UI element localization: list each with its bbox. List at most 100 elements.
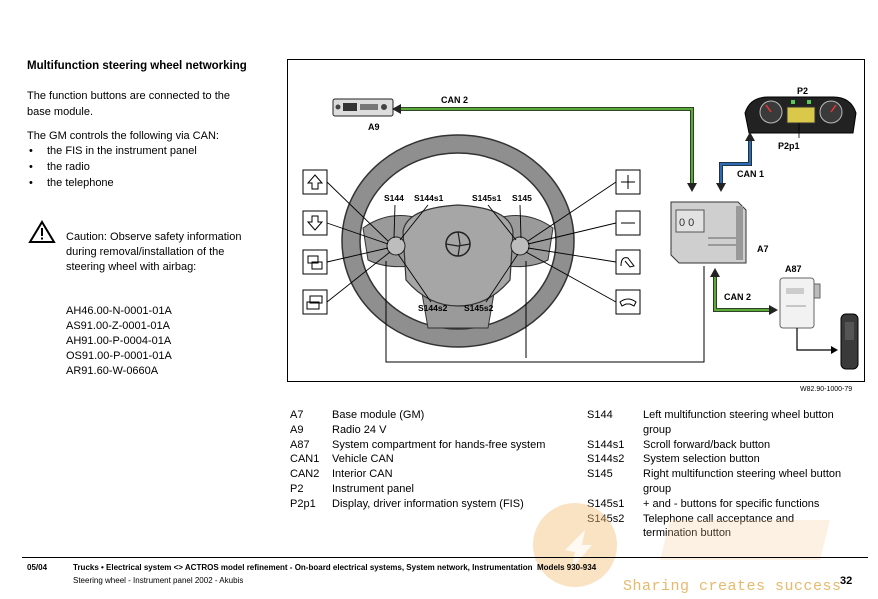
legend-desc-line: Telephone call acceptance and [643,512,795,525]
legend-desc-line: termination button [643,527,732,540]
legend-desc: Interior CAN [332,468,393,481]
legend-desc: Scroll forward/back button [643,438,771,451]
system-select-alt-button-icon [302,289,328,315]
minus-button-icon [615,210,641,236]
label-can2-top: CAN 2 [441,95,468,105]
label-s144: S144 [384,193,404,203]
network-diagram: A9 CAN 2 P2 P2p1 CAN 1 0 0 A7 [302,86,859,370]
figure-code: W82.90-1000-79 [800,386,853,393]
phone-accept-button-icon [615,249,641,275]
reference-list: AH46.00-N-0001-01A AS91.00-Z-0001-01A AH… [66,304,172,379]
leader-lines [326,181,617,303]
legend-desc: Right multifunction steering wheel butto… [643,467,863,497]
legend-row: S145 Right multifunction steering wheel b… [587,467,863,497]
footer-models: Models 930-934 [537,563,597,572]
legend-desc-line: group [643,482,672,495]
watermark-text: Sharing creates success [623,578,842,595]
reference-link[interactable]: AH91.00-P-0004-01A [66,335,172,347]
legend-desc: + and - buttons for specific functions [643,497,820,510]
label-s144s2: S144s2 [418,303,448,313]
reference-link[interactable]: OS91.00-P-0001-01A [66,350,172,362]
gm-intro: The GM controls the following via CAN: [27,130,219,142]
can1-line [716,132,755,192]
label-a9: A9 [368,122,380,132]
legend-code: CAN1 [290,453,320,466]
system-select-button-icon [302,249,328,275]
legend-row: S144 Left multifunction steering wheel bu… [587,408,863,438]
footer-line-1: 05/04 Trucks • Electrical system <> ACTRO… [27,563,596,572]
legend-desc-line: group [643,423,672,436]
list-item: the radio [27,159,197,175]
legend-code: S145s2 [587,512,625,525]
can-control-list: the FIS in the instrument panel the radi… [27,143,197,191]
hands-free-module-a87 [779,277,821,329]
instrument-panel-p2 [744,96,857,134]
page-heading: Multifunction steering wheel networking [27,60,247,72]
page-number: 32 [840,575,853,587]
footer-title: Trucks • Electrical system <> ACTROS mod… [73,563,533,572]
legend-row: CAN1 Vehicle CAN [290,452,545,467]
legend-desc: System selection button [643,453,760,466]
reference-link[interactable]: AS91.00-Z-0001-01A [66,320,170,332]
scroll-up-button-icon [302,169,328,195]
legend-desc-line: Left multifunction steering wheel button [643,409,834,421]
caution-line-3: steering wheel with airbag: [66,261,197,273]
legend-code: A9 [290,423,304,436]
watermark-logo [533,503,830,587]
label-a87: A87 [785,264,802,274]
list-item: the telephone [27,175,197,191]
plus-button-icon [615,169,641,195]
intro-paragraph: The function buttons are connected to th… [27,88,267,120]
label-s145s2: S145s2 [464,303,494,313]
legend-desc-line: Right multifunction steering wheel butto… [643,468,842,481]
base-module-a7: 0 0 [670,201,747,264]
legend-code: S144 [587,409,613,421]
legend-row: P2 Instrument panel [290,482,545,497]
legend-code: S145 [587,468,613,481]
legend-row: S144s2 System selection button [587,452,863,467]
scroll-down-button-icon [302,210,328,236]
legend-code: P2 [290,482,304,495]
label-can2-bottom: CAN 2 [724,292,751,302]
footer-version: 05/04 [27,563,48,572]
footer-line-2: Steering wheel - Instrument panel 2002 -… [73,576,244,585]
label-p2: P2 [797,86,808,96]
can2-line-top [392,104,697,192]
legend-code: A87 [290,438,310,451]
legend-row: S144s1 Scroll forward/back button [587,438,863,453]
legend-desc: System compartment for hands-free system [332,438,546,451]
legend-code: S145s1 [587,497,625,510]
legend-row: S145s1 + and - buttons for specific funct… [587,497,863,512]
legend-desc: Telephone call acceptance and termination… [643,512,863,542]
phone-end-button-icon [615,289,641,315]
svg-text:0 0: 0 0 [679,217,694,229]
legend-row: CAN2 Interior CAN [290,467,545,482]
legend-row: S145s2 Telephone call acceptance and termi… [587,512,863,542]
label-can1: CAN 1 [737,169,764,179]
legend-desc: Radio 24 V [332,423,387,436]
reference-link[interactable]: AR91.60-W-0660A [66,365,159,377]
reference-link[interactable]: AH46.00-N-0001-01A [66,305,172,317]
steering-wheel [341,134,575,348]
label-s145: S145 [512,193,532,203]
can2-line-bottom [710,268,778,315]
telephone-handset [840,313,859,370]
caution-note: Caution: Observe safety information duri… [66,230,266,275]
legend-code: P2p1 [290,497,316,510]
warning-triangle-icon [28,220,56,243]
legend-code: A7 [290,409,304,421]
label-s144s1: S144s1 [414,193,444,203]
legend-code: S144s1 [587,438,625,451]
legend-code: S144s2 [587,453,625,466]
caution-line-2: during removal/installation of the [66,246,225,258]
caution-line-1: Caution: Observe safety information [66,231,242,243]
legend-right: S144 Left multifunction steering wheel bu… [587,408,863,541]
legend-desc: Instrument panel [332,482,414,495]
legend-desc: Vehicle CAN [332,453,394,466]
label-s145s1: S145s1 [472,193,502,203]
legend-code: CAN2 [290,468,320,481]
legend-row: A87 System compartment for hands-free sys… [290,438,545,453]
